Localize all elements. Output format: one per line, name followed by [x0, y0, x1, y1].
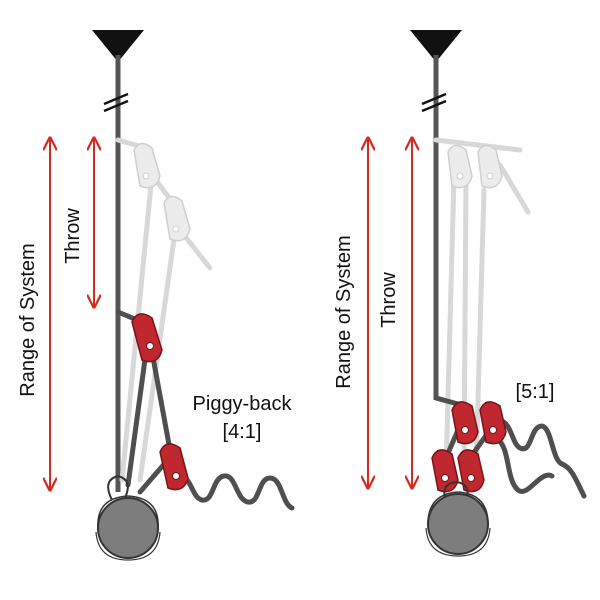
right-range-label: Range of System: [333, 235, 355, 388]
left-system: Range of System Throw Piggy-back [4:1]: [17, 30, 295, 561]
right-pulley-top-right-icon: [479, 401, 507, 445]
left-throw-label: Throw: [62, 208, 84, 264]
right-anchor-icon: [410, 30, 462, 62]
right-system-label: [5:1]: [516, 381, 555, 403]
left-range-label: Range of System: [17, 243, 39, 396]
right-pulley-bottom-right-icon: [457, 449, 485, 493]
right-break-mark: [421, 92, 447, 113]
left-pulley-top-icon: [131, 313, 163, 363]
left-break-mark: [103, 92, 129, 113]
right-throw-label: Throw: [378, 272, 400, 328]
right-load-icon: [425, 480, 491, 557]
left-anchor-icon: [92, 30, 144, 62]
left-system-label-line1: Piggy-back: [193, 393, 293, 415]
left-load-icon: [95, 474, 161, 561]
left-pulley-bottom-icon: [159, 443, 189, 491]
right-ghost-pulley-icon: [447, 144, 503, 189]
right-ghost-system: [433, 137, 531, 473]
left-ghost-pulley-icon: [133, 142, 191, 242]
left-system-label-line2: [4:1]: [223, 421, 262, 443]
right-system: Range of System Throw [5:1]: [333, 30, 587, 557]
right-pulley-bottom-left-icon: [431, 449, 459, 493]
right-pulley-top-left-icon: [451, 401, 479, 445]
